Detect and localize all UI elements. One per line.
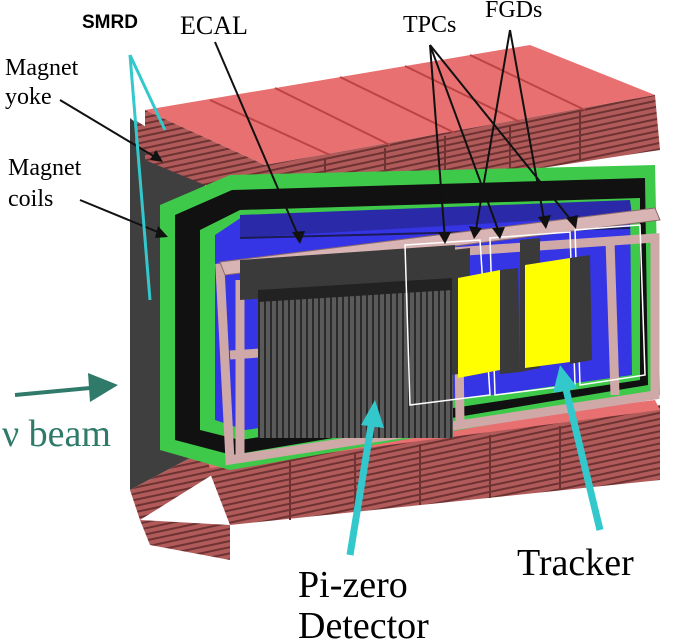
beam-arrow (14, 373, 118, 402)
label-tpcs: TPCs (403, 12, 456, 38)
leader-arrowheads (150, 150, 578, 244)
leader-lines (59, 29, 576, 241)
label-ecal: ECAL (180, 11, 248, 40)
label-magnet-coils-1: Magnet (8, 155, 82, 181)
fgd-modules (452, 238, 592, 378)
label-pizero-2: Detector (298, 605, 429, 643)
label-magnet-coils-2: coils (8, 186, 53, 212)
ecal-top-dark (240, 200, 632, 238)
label-fgds: FGDs (485, 0, 542, 23)
label-beam: ν beam (2, 413, 111, 455)
cyan-callout-arrows (346, 365, 604, 556)
smrd-arrows (128, 54, 167, 301)
label-magnet-yoke-1: Magnet (5, 55, 79, 81)
pizero-detector (240, 245, 455, 438)
label-tracker: Tracker (517, 542, 634, 584)
label-magnet-yoke-2: yoke (5, 84, 52, 110)
left-red-stripes-bottom (130, 450, 220, 520)
label-pizero-1: Pi-zero (298, 564, 408, 606)
label-smrd: SMRD (82, 12, 138, 33)
